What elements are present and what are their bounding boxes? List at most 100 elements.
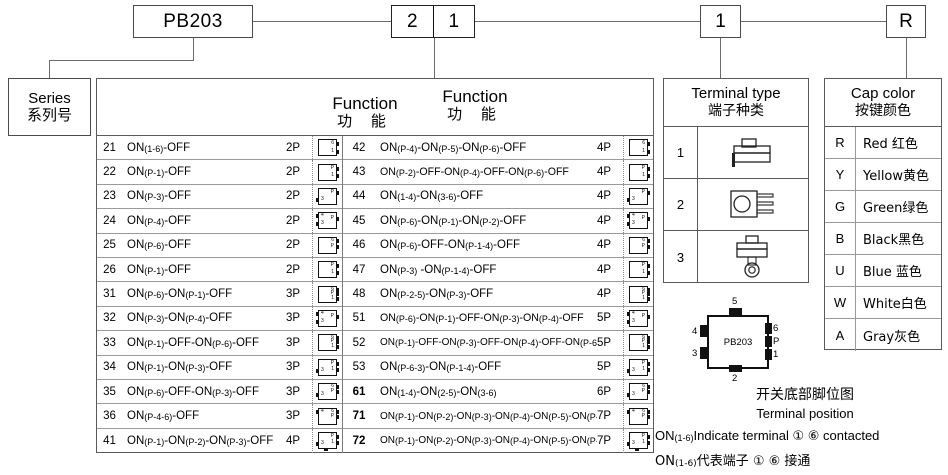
- terminal-type-row[interactable]: 1: [664, 127, 808, 179]
- function-row-number: 48: [352, 288, 366, 301]
- function-row-poles: 4P: [286, 434, 301, 447]
- code-box-function-digit-2[interactable]: 1: [448, 10, 460, 32]
- code-box-series[interactable]: PB203: [133, 5, 253, 38]
- function-row-number: 41: [103, 434, 116, 447]
- function-row-poles: 4P: [597, 288, 612, 301]
- pin-label-top: 5: [732, 296, 738, 307]
- function-row-number: 53: [352, 361, 366, 374]
- terminal-type-row[interactable]: 2: [664, 179, 808, 231]
- pin-label-right-middle: P: [773, 336, 780, 347]
- cap-color-label: Black黑色: [863, 233, 925, 248]
- code-box-function-digit-1[interactable]: 2: [392, 6, 434, 37]
- terminal-type-key: 3: [664, 231, 698, 283]
- pin-pad-right-middle: [765, 336, 772, 347]
- pinout-part-label: PB203: [723, 336, 753, 348]
- function-row-description: ON(P-3)-OFF: [127, 190, 192, 203]
- cap-color-key: A: [825, 319, 856, 351]
- code-box-terminal-type-label: 1: [715, 10, 726, 32]
- function-row-description: ON(P-2)-OFF-ON(P-4)-OFF-ON(P-6)-OFF: [380, 166, 569, 179]
- function-row-number: 52: [352, 336, 366, 349]
- code-box-cap-color[interactable]: R: [886, 5, 926, 38]
- terminal-type-row[interactable]: 3: [664, 231, 808, 283]
- pin-label-left-lower: 3: [692, 348, 698, 359]
- pin-pad-right-upper: [765, 323, 772, 334]
- series-legend-box: Series 系列号: [8, 78, 91, 136]
- terminal-type-panel: Terminal type 端子种类 1 2 3: [663, 78, 809, 283]
- function-row-description: ON(P-1)-OFF: [127, 263, 192, 276]
- function-row-number: 36: [103, 410, 116, 423]
- terminal-type-title-en: Terminal type: [691, 85, 781, 103]
- connector-21-to-1: [475, 21, 700, 22]
- code-box-terminal-type[interactable]: 1: [700, 5, 741, 38]
- function-row-poles: 5P: [597, 312, 612, 325]
- function-row-number: 33: [103, 336, 116, 349]
- function-row-description: ON(P-6)-ON(P-1)-OFF-ON(P-3)-ON(P-4)-OFF: [380, 312, 584, 325]
- pin-pad-left-upper: [700, 325, 707, 337]
- function-row-number: 47: [352, 263, 366, 276]
- function-row-description: ON(P-6)-OFF-ON(P-1-4)-OFF: [380, 239, 520, 252]
- function-row-number: 24: [103, 214, 116, 227]
- function-row-poles: 3P: [286, 312, 301, 325]
- function-row-number: 34: [103, 361, 116, 374]
- function-row-number: 42: [352, 141, 366, 154]
- function-row-poles: 7P: [597, 410, 612, 423]
- cap-color-key: W: [825, 287, 856, 318]
- code-box-function[interactable]: 2 1: [391, 5, 475, 38]
- function-row-description: ON(1-6)-OFF: [127, 141, 191, 154]
- function-row-poles: 2P: [286, 214, 301, 227]
- function-row-number: 43: [352, 166, 366, 179]
- cap-color-key: G: [825, 191, 856, 222]
- function-row-description: ON(P-1)-ON(P-3)-OFF: [127, 361, 233, 374]
- function-row-description: ON(P-6)-ON(P-1)-ON(P-2)-OFF: [380, 214, 527, 227]
